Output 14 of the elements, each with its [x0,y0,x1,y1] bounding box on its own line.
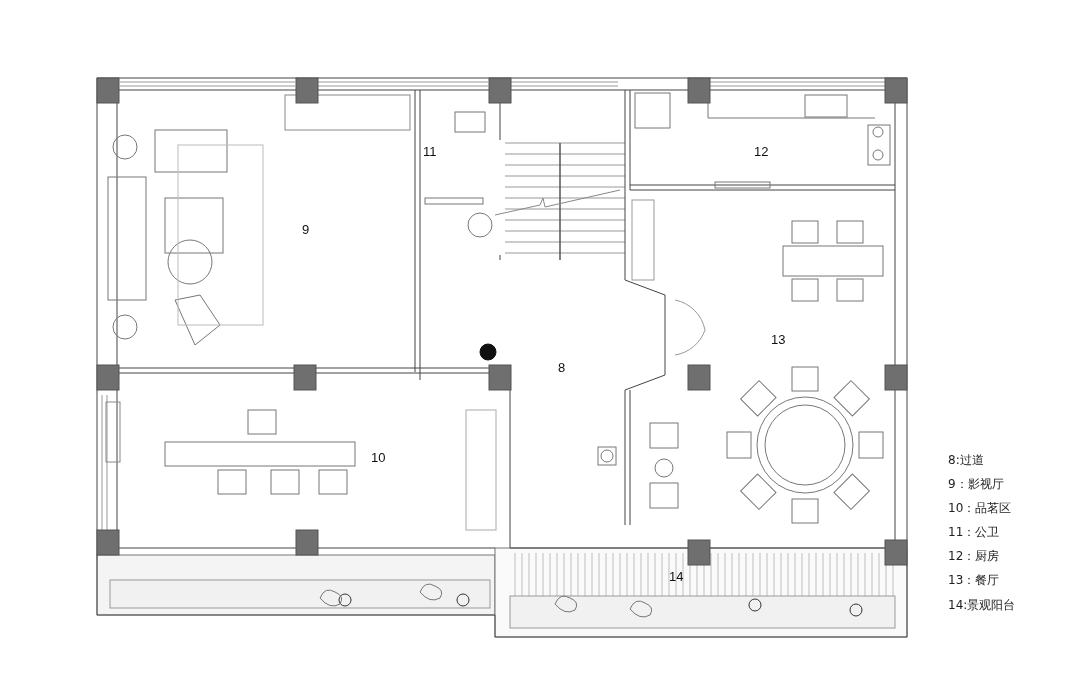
room-number: 13 [771,333,786,346]
room-number: 8 [558,361,566,374]
room-legend-entry: 9：影视厅 [948,478,1004,490]
room-number: 9 [302,223,310,236]
room-number: 10 [371,451,386,464]
room-legend-entry: 8:过道 [948,454,984,466]
room-legend-entry: 10：品茗区 [948,502,1012,514]
room-legend-entry: 14:景观阳台 [948,599,1016,611]
room-legend-entry: 12：厨房 [948,550,1000,562]
room-number: 11 [423,145,437,158]
room-number: 12 [754,145,769,158]
room-number: 14 [669,570,684,583]
room-legend-entry: 13：餐厅 [948,574,1000,586]
room-legend-entry: 11：公卫 [948,526,1000,538]
